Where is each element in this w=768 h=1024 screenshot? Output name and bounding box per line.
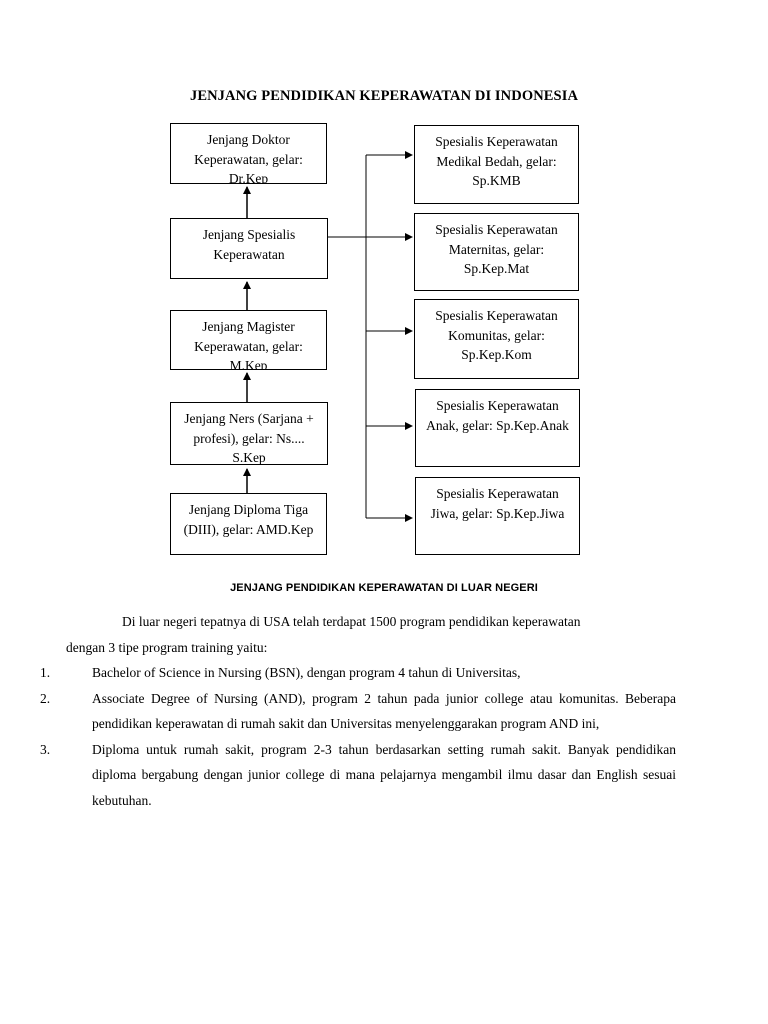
box-sp-kmb-text: Spesialis Keperawatan Medikal Bedah, gel… [435, 134, 558, 188]
box-magister-text: Jenjang Magister Keperawatan, gelar: M.K… [194, 319, 303, 370]
box-doktor-text: Jenjang Doktor Keperawatan, gelar: Dr.Ke… [194, 132, 303, 184]
box-sp-anak-text: Spesialis Keperawatan Anak, gelar: Sp.Ke… [426, 398, 569, 433]
list-item-text: Bachelor of Science in Nursing (BSN), de… [92, 665, 521, 680]
list-item: 3. Diploma untuk rumah sakit, program 2-… [40, 737, 676, 814]
program-list: 1. Bachelor of Science in Nursing (BSN),… [40, 660, 676, 814]
box-sp-mat: Spesialis Keperawatan Maternitas, gelar:… [414, 213, 579, 291]
page-title: JENJANG PENDIDIKAN KEPERAWATAN DI INDONE… [189, 88, 579, 104]
box-magister: Jenjang Magister Keperawatan, gelar: M.K… [170, 310, 327, 370]
list-item: 2. Associate Degree of Nursing (AND), pr… [40, 686, 676, 737]
box-spesialis: Jenjang Spesialis Keperawatan [170, 218, 328, 279]
list-item: 1. Bachelor of Science in Nursing (BSN),… [40, 660, 676, 686]
intro-continuation: dengan 3 tipe program training yaitu: [66, 639, 268, 655]
box-ners: Jenjang Ners (Sarjana + profesi), gelar:… [170, 402, 328, 465]
box-sp-anak: Spesialis Keperawatan Anak, gelar: Sp.Ke… [415, 389, 580, 467]
list-item-text: Diploma untuk rumah sakit, program 2-3 t… [92, 741, 676, 808]
list-item-text: Associate Degree of Nursing (AND), progr… [92, 690, 676, 732]
box-ners-text: Jenjang Ners (Sarjana + profesi), gelar:… [184, 411, 314, 465]
box-doktor: Jenjang Doktor Keperawatan, gelar: Dr.Ke… [170, 123, 327, 184]
box-sp-kom-text: Spesialis Keperawatan Komunitas, gelar: … [435, 308, 558, 362]
body-text: Di luar negeri tepatnya di USA telah ter… [40, 609, 676, 814]
intro-paragraph: Di luar negeri tepatnya di USA telah ter… [122, 614, 581, 629]
list-item-number: 1. [40, 665, 51, 680]
box-sp-kom: Spesialis Keperawatan Komunitas, gelar: … [414, 299, 579, 379]
section-subtitle: JENJANG PENDIDIKAN KEPERAWATAN DI LUAR N… [230, 582, 538, 594]
box-sp-jiwa: Spesialis Keperawatan Jiwa, gelar: Sp.Ke… [415, 477, 580, 555]
box-sp-jiwa-text: Spesialis Keperawatan Jiwa, gelar: Sp.Ke… [430, 486, 565, 521]
box-diploma: Jenjang Diploma Tiga (DIII), gelar: AMD.… [170, 493, 327, 555]
box-diploma-text: Jenjang Diploma Tiga (DIII), gelar: AMD.… [183, 502, 314, 537]
box-sp-mat-text: Spesialis Keperawatan Maternitas, gelar:… [435, 222, 558, 276]
list-item-number: 2. [40, 690, 51, 706]
list-item-number: 3. [40, 741, 51, 757]
box-spesialis-text: Jenjang Spesialis Keperawatan [202, 227, 296, 262]
box-sp-kmb: Spesialis Keperawatan Medikal Bedah, gel… [414, 125, 579, 204]
